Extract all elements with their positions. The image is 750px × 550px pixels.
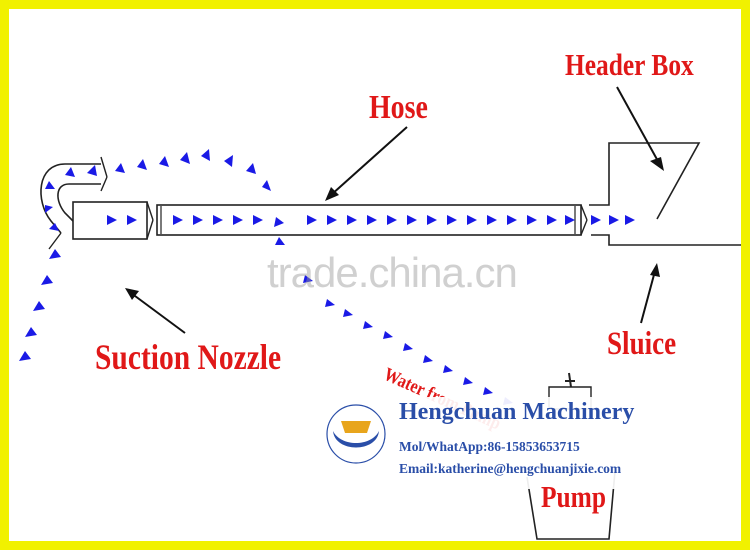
suction-nozzle-outer [40,163,101,234]
dredge-diagram [19,86,741,540]
header-box-label: Header Box [565,47,694,82]
header-box [589,142,701,220]
company-watermark: Hengchuan Machinery Mol/WhatApp:86-15853… [309,397,741,489]
hose-label: Hose [369,89,428,126]
company-name: Hengchuan Machinery [399,399,635,425]
flow-arrows-nozzle [107,215,137,225]
company-phone: Mol/WhatApp:86-15853653715 [399,439,580,454]
flow-arrows-inlet [19,249,61,361]
company-email: Email:katherine@hengchuanjixie.com [399,461,622,476]
sluice-line [591,234,741,246]
company-logo [326,404,386,464]
flow-arrows-loop [45,149,284,231]
suction-nozzle-inner [57,183,101,224]
flow-arrows-hose [173,215,635,225]
suction-nozzle-label: Suction Nozzle [95,337,282,377]
sluice-label: Sluice [607,326,677,362]
flow-arrows-pump-water [275,237,513,405]
pump-label: Pump [541,479,606,514]
watermark: trade.china.cn [267,249,518,296]
